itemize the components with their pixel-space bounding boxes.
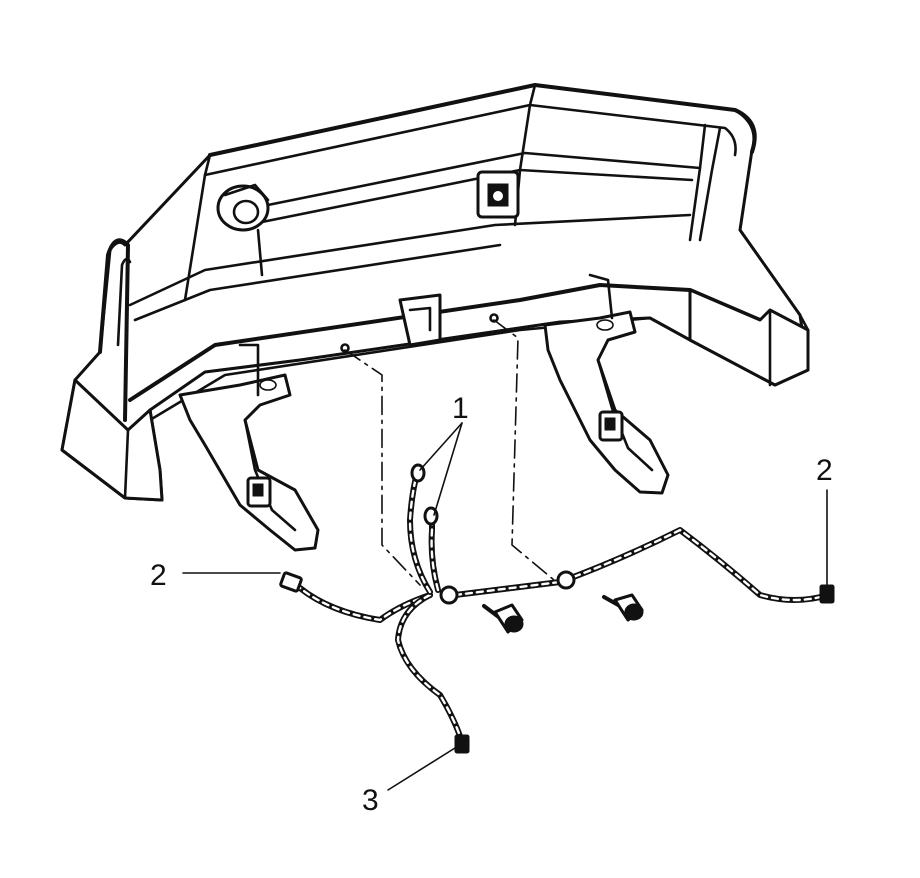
bumper-rib-1 xyxy=(183,153,212,302)
harness-grommet-right xyxy=(556,570,576,590)
mount-hole-left xyxy=(340,343,350,353)
center-clip xyxy=(398,293,442,347)
bumper-top-inner xyxy=(203,103,737,177)
bumper-rib-3 xyxy=(688,123,707,242)
callout-3: 3 xyxy=(362,784,379,817)
bumper-right-side-edge xyxy=(738,228,810,332)
left-horn xyxy=(216,183,270,277)
bumper-assembly xyxy=(60,83,810,502)
callout-1: 1 xyxy=(452,392,469,425)
right-bracket xyxy=(543,273,670,495)
bumper-right-end-edge xyxy=(688,288,772,387)
left-bracket xyxy=(178,343,320,552)
harness-grommet-left xyxy=(439,585,459,605)
bumper-right-end-block xyxy=(688,288,810,387)
connector-bottom xyxy=(454,734,470,754)
alignment-lines xyxy=(344,319,561,586)
bumper-middle-rail xyxy=(128,213,692,307)
wiring-harness xyxy=(279,463,835,754)
callout-2-right: 2 xyxy=(816,454,833,487)
bumper-middle-rail-2 xyxy=(133,243,502,322)
bolt-left xyxy=(482,603,524,634)
bumper-top-edge xyxy=(208,83,757,157)
callout-leaders xyxy=(182,422,828,791)
mount-hole-right xyxy=(489,313,499,323)
harness-clip-lower xyxy=(423,506,439,526)
bumper-left-end-edge xyxy=(73,378,130,500)
center-sensor xyxy=(476,170,520,219)
bolt-right xyxy=(602,593,644,622)
bumper-left-tube-outer xyxy=(98,238,130,422)
callout-2-left: 2 xyxy=(150,559,167,592)
bumper-rib-4 xyxy=(698,126,722,242)
bumper-upper-strip xyxy=(256,151,702,209)
connector-left xyxy=(279,571,303,593)
connector-right xyxy=(819,584,835,604)
bumper-left-tube-inner xyxy=(116,257,132,347)
